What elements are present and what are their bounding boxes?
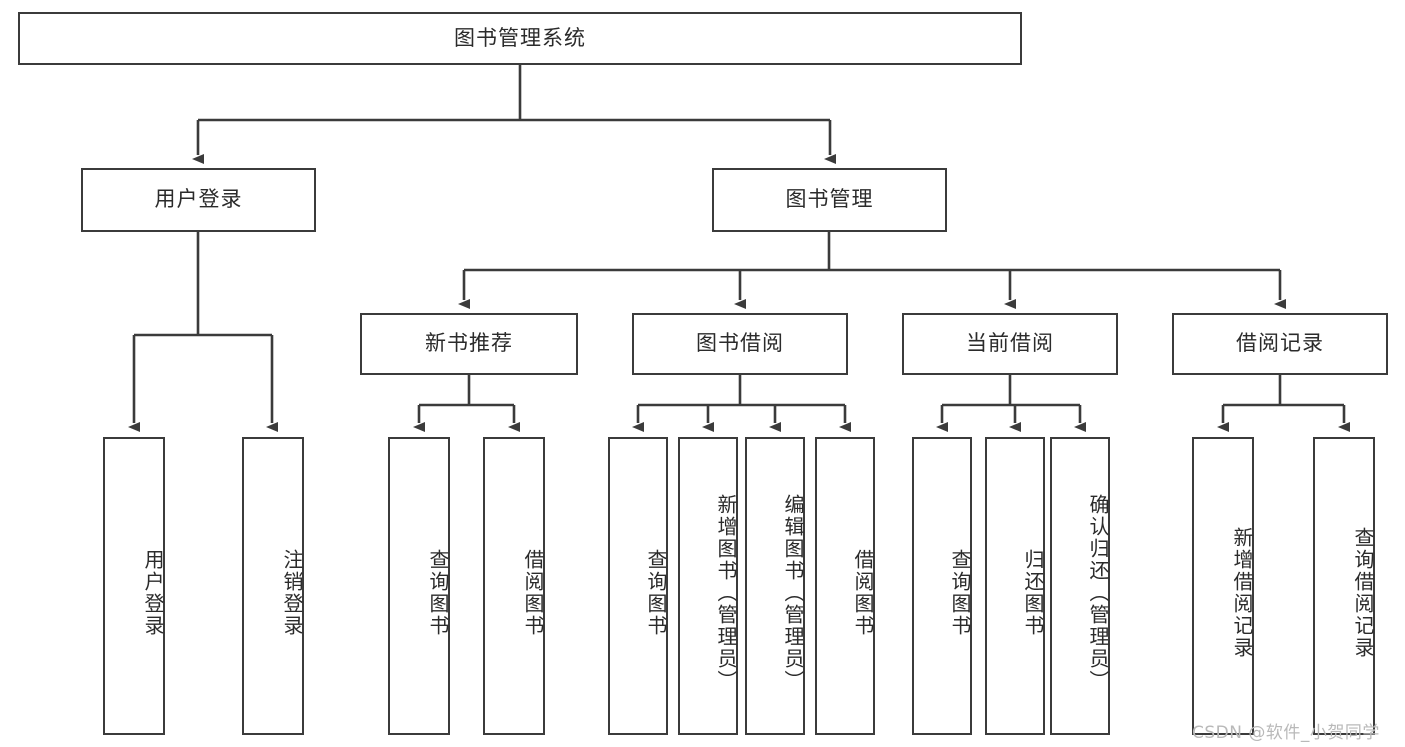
node-leaf-query-book-borrow[interactable]: 查询图书 bbox=[608, 437, 668, 735]
csdn-watermark: CSDN @软件_小贺同学 bbox=[1192, 723, 1380, 743]
node-leaf-logout-label: 注销登录 bbox=[280, 549, 304, 637]
node-root[interactable]: 图书管理系统 bbox=[18, 12, 1022, 65]
node-leaf-query-borrow-record[interactable]: 查询借阅记录 bbox=[1313, 437, 1375, 735]
node-book-borrow[interactable]: 图书借阅 bbox=[632, 313, 848, 375]
node-leaf-logout[interactable]: 注销登录 bbox=[242, 437, 304, 735]
node-leaf-return-book-label: 归还图书 bbox=[1021, 549, 1045, 637]
node-leaf-query-book-current[interactable]: 查询图书 bbox=[912, 437, 972, 735]
node-leaf-edit-book-label: 编辑图书（管理员） bbox=[781, 494, 805, 692]
node-leaf-query-book-rec-label: 查询图书 bbox=[426, 549, 450, 637]
node-book-manage-label: 图书管理 bbox=[785, 187, 874, 212]
node-leaf-return-book[interactable]: 归还图书 bbox=[985, 437, 1045, 735]
node-root-label: 图书管理系统 bbox=[454, 25, 586, 50]
node-leaf-user-login-label: 用户登录 bbox=[141, 549, 165, 637]
node-leaf-query-borrow-record-label: 查询借阅记录 bbox=[1351, 527, 1375, 659]
node-leaf-add-borrow-record-label: 新增借阅记录 bbox=[1230, 527, 1254, 659]
node-leaf-user-login[interactable]: 用户登录 bbox=[103, 437, 165, 735]
node-leaf-borrow-book-rec-label: 借阅图书 bbox=[521, 549, 545, 637]
node-leaf-edit-book[interactable]: 编辑图书（管理员） bbox=[745, 437, 805, 735]
node-book-borrow-label: 图书借阅 bbox=[696, 331, 784, 356]
node-borrow-record[interactable]: 借阅记录 bbox=[1172, 313, 1388, 375]
node-leaf-query-book-current-label: 查询图书 bbox=[948, 549, 972, 637]
node-leaf-add-book-label: 新增图书（管理员） bbox=[714, 494, 738, 692]
node-current-borrow[interactable]: 当前借阅 bbox=[902, 313, 1118, 375]
node-new-book-recommend[interactable]: 新书推荐 bbox=[360, 313, 578, 375]
node-leaf-query-book-borrow-label: 查询图书 bbox=[644, 549, 668, 637]
node-leaf-borrow-book[interactable]: 借阅图书 bbox=[815, 437, 875, 735]
node-leaf-borrow-book-rec[interactable]: 借阅图书 bbox=[483, 437, 545, 735]
node-new-book-recommend-label: 新书推荐 bbox=[425, 331, 513, 356]
node-leaf-add-book[interactable]: 新增图书（管理员） bbox=[678, 437, 738, 735]
node-leaf-borrow-book-label: 借阅图书 bbox=[851, 549, 875, 637]
node-leaf-confirm-return[interactable]: 确认归还（管理员） bbox=[1050, 437, 1110, 735]
node-leaf-confirm-return-label: 确认归还（管理员） bbox=[1086, 494, 1110, 692]
node-book-manage[interactable]: 图书管理 bbox=[712, 168, 947, 232]
node-leaf-query-book-rec[interactable]: 查询图书 bbox=[388, 437, 450, 735]
node-leaf-add-borrow-record[interactable]: 新增借阅记录 bbox=[1192, 437, 1254, 735]
node-current-borrow-label: 当前借阅 bbox=[966, 331, 1054, 356]
node-user-login[interactable]: 用户登录 bbox=[81, 168, 316, 232]
node-borrow-record-label: 借阅记录 bbox=[1236, 331, 1324, 356]
node-user-login-label: 用户登录 bbox=[154, 187, 243, 212]
